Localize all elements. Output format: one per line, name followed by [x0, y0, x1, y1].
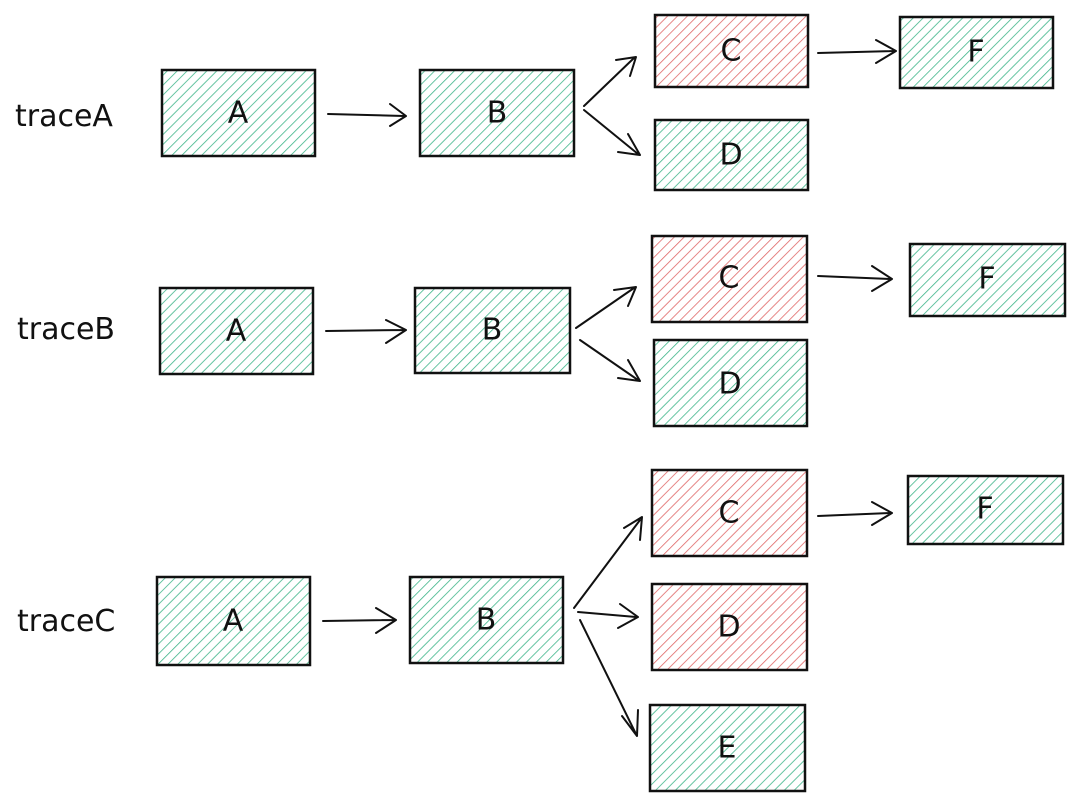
node-d: D [652, 338, 809, 428]
edge-b-d [579, 339, 641, 382]
trace-label: traceA [15, 99, 113, 134]
node-e: E [648, 703, 807, 793]
edge-b-d [583, 109, 641, 156]
svg-text:C: C [719, 261, 740, 296]
svg-text:A: A [228, 96, 249, 131]
trace-c: A B C D E F [155, 468, 1065, 793]
edge-c-f [817, 501, 893, 526]
node-b: B [418, 68, 576, 158]
edge-b-c [573, 516, 643, 609]
node-d: D [653, 118, 810, 192]
node-c: C [650, 468, 809, 558]
edge-b-e [579, 619, 639, 737]
edge-b-c [575, 286, 637, 329]
svg-text:B: B [487, 96, 508, 131]
edge-a-b [322, 607, 397, 634]
svg-text:E: E [718, 731, 737, 766]
trace-label: traceB [17, 312, 115, 347]
node-b: B [413, 286, 572, 375]
node-f: F [906, 474, 1065, 546]
svg-text:F: F [967, 35, 984, 70]
edge-c-f [817, 265, 893, 292]
trace-b: A B C D F [158, 234, 1067, 428]
svg-text:D: D [717, 610, 740, 645]
svg-text:A: A [226, 314, 247, 349]
svg-text:B: B [476, 603, 497, 638]
node-a: A [160, 68, 317, 158]
node-a: A [155, 575, 312, 667]
node-a: A [158, 286, 315, 376]
node-d: D [650, 582, 809, 672]
svg-text:F: F [978, 262, 995, 297]
trace-a: A B C D F [160, 13, 1055, 192]
svg-text:D: D [718, 367, 741, 402]
node-c: C [650, 234, 809, 324]
node-c: C [653, 13, 810, 89]
trace-label: traceC [17, 604, 115, 639]
node-f: F [908, 242, 1067, 318]
svg-text:A: A [223, 604, 244, 639]
edge-b-d [577, 603, 639, 629]
svg-text:F: F [976, 492, 993, 527]
svg-text:C: C [719, 496, 740, 531]
edge-a-b [325, 319, 407, 344]
edge-c-f [817, 39, 897, 64]
node-b: B [408, 575, 565, 665]
edge-b-c [583, 56, 637, 107]
svg-text:D: D [719, 138, 742, 173]
edge-a-b [327, 103, 407, 127]
svg-text:C: C [721, 34, 742, 69]
svg-text:B: B [482, 313, 503, 348]
node-f: F [898, 15, 1055, 90]
